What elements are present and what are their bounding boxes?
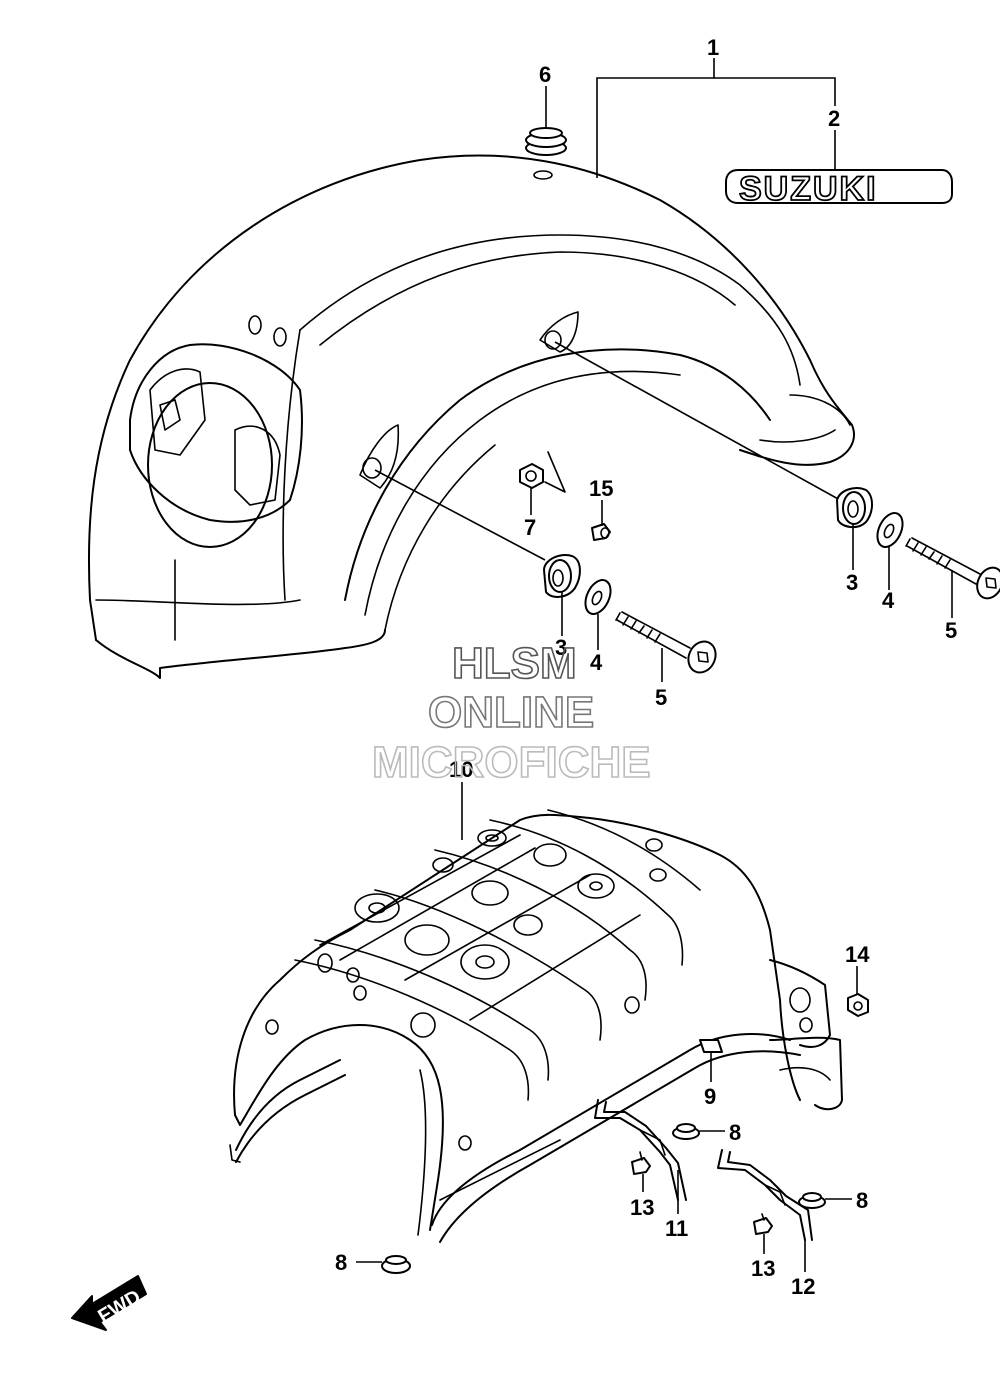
callout-6: 6: [539, 62, 551, 87]
grommet-8-a: [672, 1123, 700, 1140]
screw-part15: [591, 523, 611, 541]
grommet-top: [525, 127, 567, 156]
bracket-part11: [594, 1099, 687, 1201]
callout-15: 15: [589, 476, 613, 501]
grommet-8-c: [381, 1255, 411, 1274]
leader-lines: [356, 58, 953, 1272]
washer-right: [876, 512, 904, 548]
callout-8-a: 8: [729, 1120, 741, 1145]
washer-left: [584, 579, 612, 615]
callout-13-a: 13: [630, 1195, 654, 1220]
callout-2: 2: [828, 106, 840, 131]
screw-13-a: [631, 1151, 651, 1175]
callout-3-right: 3: [846, 570, 858, 595]
watermark-line-2: ONLINE: [428, 688, 594, 737]
inner-fender: [229, 809, 843, 1243]
callout-9: 9: [704, 1084, 716, 1109]
spacer-right: [836, 487, 873, 528]
watermark: HLSM ONLINE MICROFICHE: [371, 638, 651, 788]
nut-part7: [519, 451, 566, 493]
label-plate: [699, 1039, 723, 1053]
watermark-line-3: MICROFICHE: [372, 738, 651, 787]
screw-13-b: [753, 1213, 773, 1235]
grommet-8-b: [798, 1192, 826, 1209]
callout-8-c: 8: [335, 1250, 347, 1275]
spacer-left: [543, 554, 581, 598]
callout-3-left: 3: [555, 635, 567, 660]
callout-4-right: 4: [882, 588, 895, 613]
callout-4-left: 4: [590, 650, 603, 675]
callout-8-b: 8: [856, 1188, 868, 1213]
bracket-part12: [717, 1149, 813, 1241]
bolt-right: [905, 537, 1000, 600]
bolt-left: [615, 611, 717, 674]
callout-10: 10: [449, 757, 473, 782]
callout-5-right: 5: [945, 618, 957, 643]
callout-11: 11: [665, 1216, 688, 1241]
suzuki-emblem: SUZUKI: [725, 169, 953, 209]
callout-5-left: 5: [655, 685, 667, 710]
callout-1: 1: [707, 35, 719, 60]
bolt-axis-right: [554, 341, 841, 501]
callout-14: 14: [845, 942, 870, 967]
fwd-arrow-icon: FWD: [71, 1275, 147, 1331]
callout-13-b: 13: [751, 1256, 775, 1281]
watermark-line-1: HLSM: [452, 639, 577, 688]
callout-7: 7: [524, 515, 536, 540]
bolt-axis-left: [374, 469, 546, 561]
callout-numbers: 1 2 6 7 15 3 4 5 3 4 5 10 14 9 8 8 8 11 …: [335, 35, 957, 1299]
rear-fender: [87, 154, 855, 679]
nut-part14: [847, 993, 869, 1017]
callout-12: 12: [791, 1274, 815, 1299]
emblem-text: SUZUKI: [739, 170, 878, 208]
